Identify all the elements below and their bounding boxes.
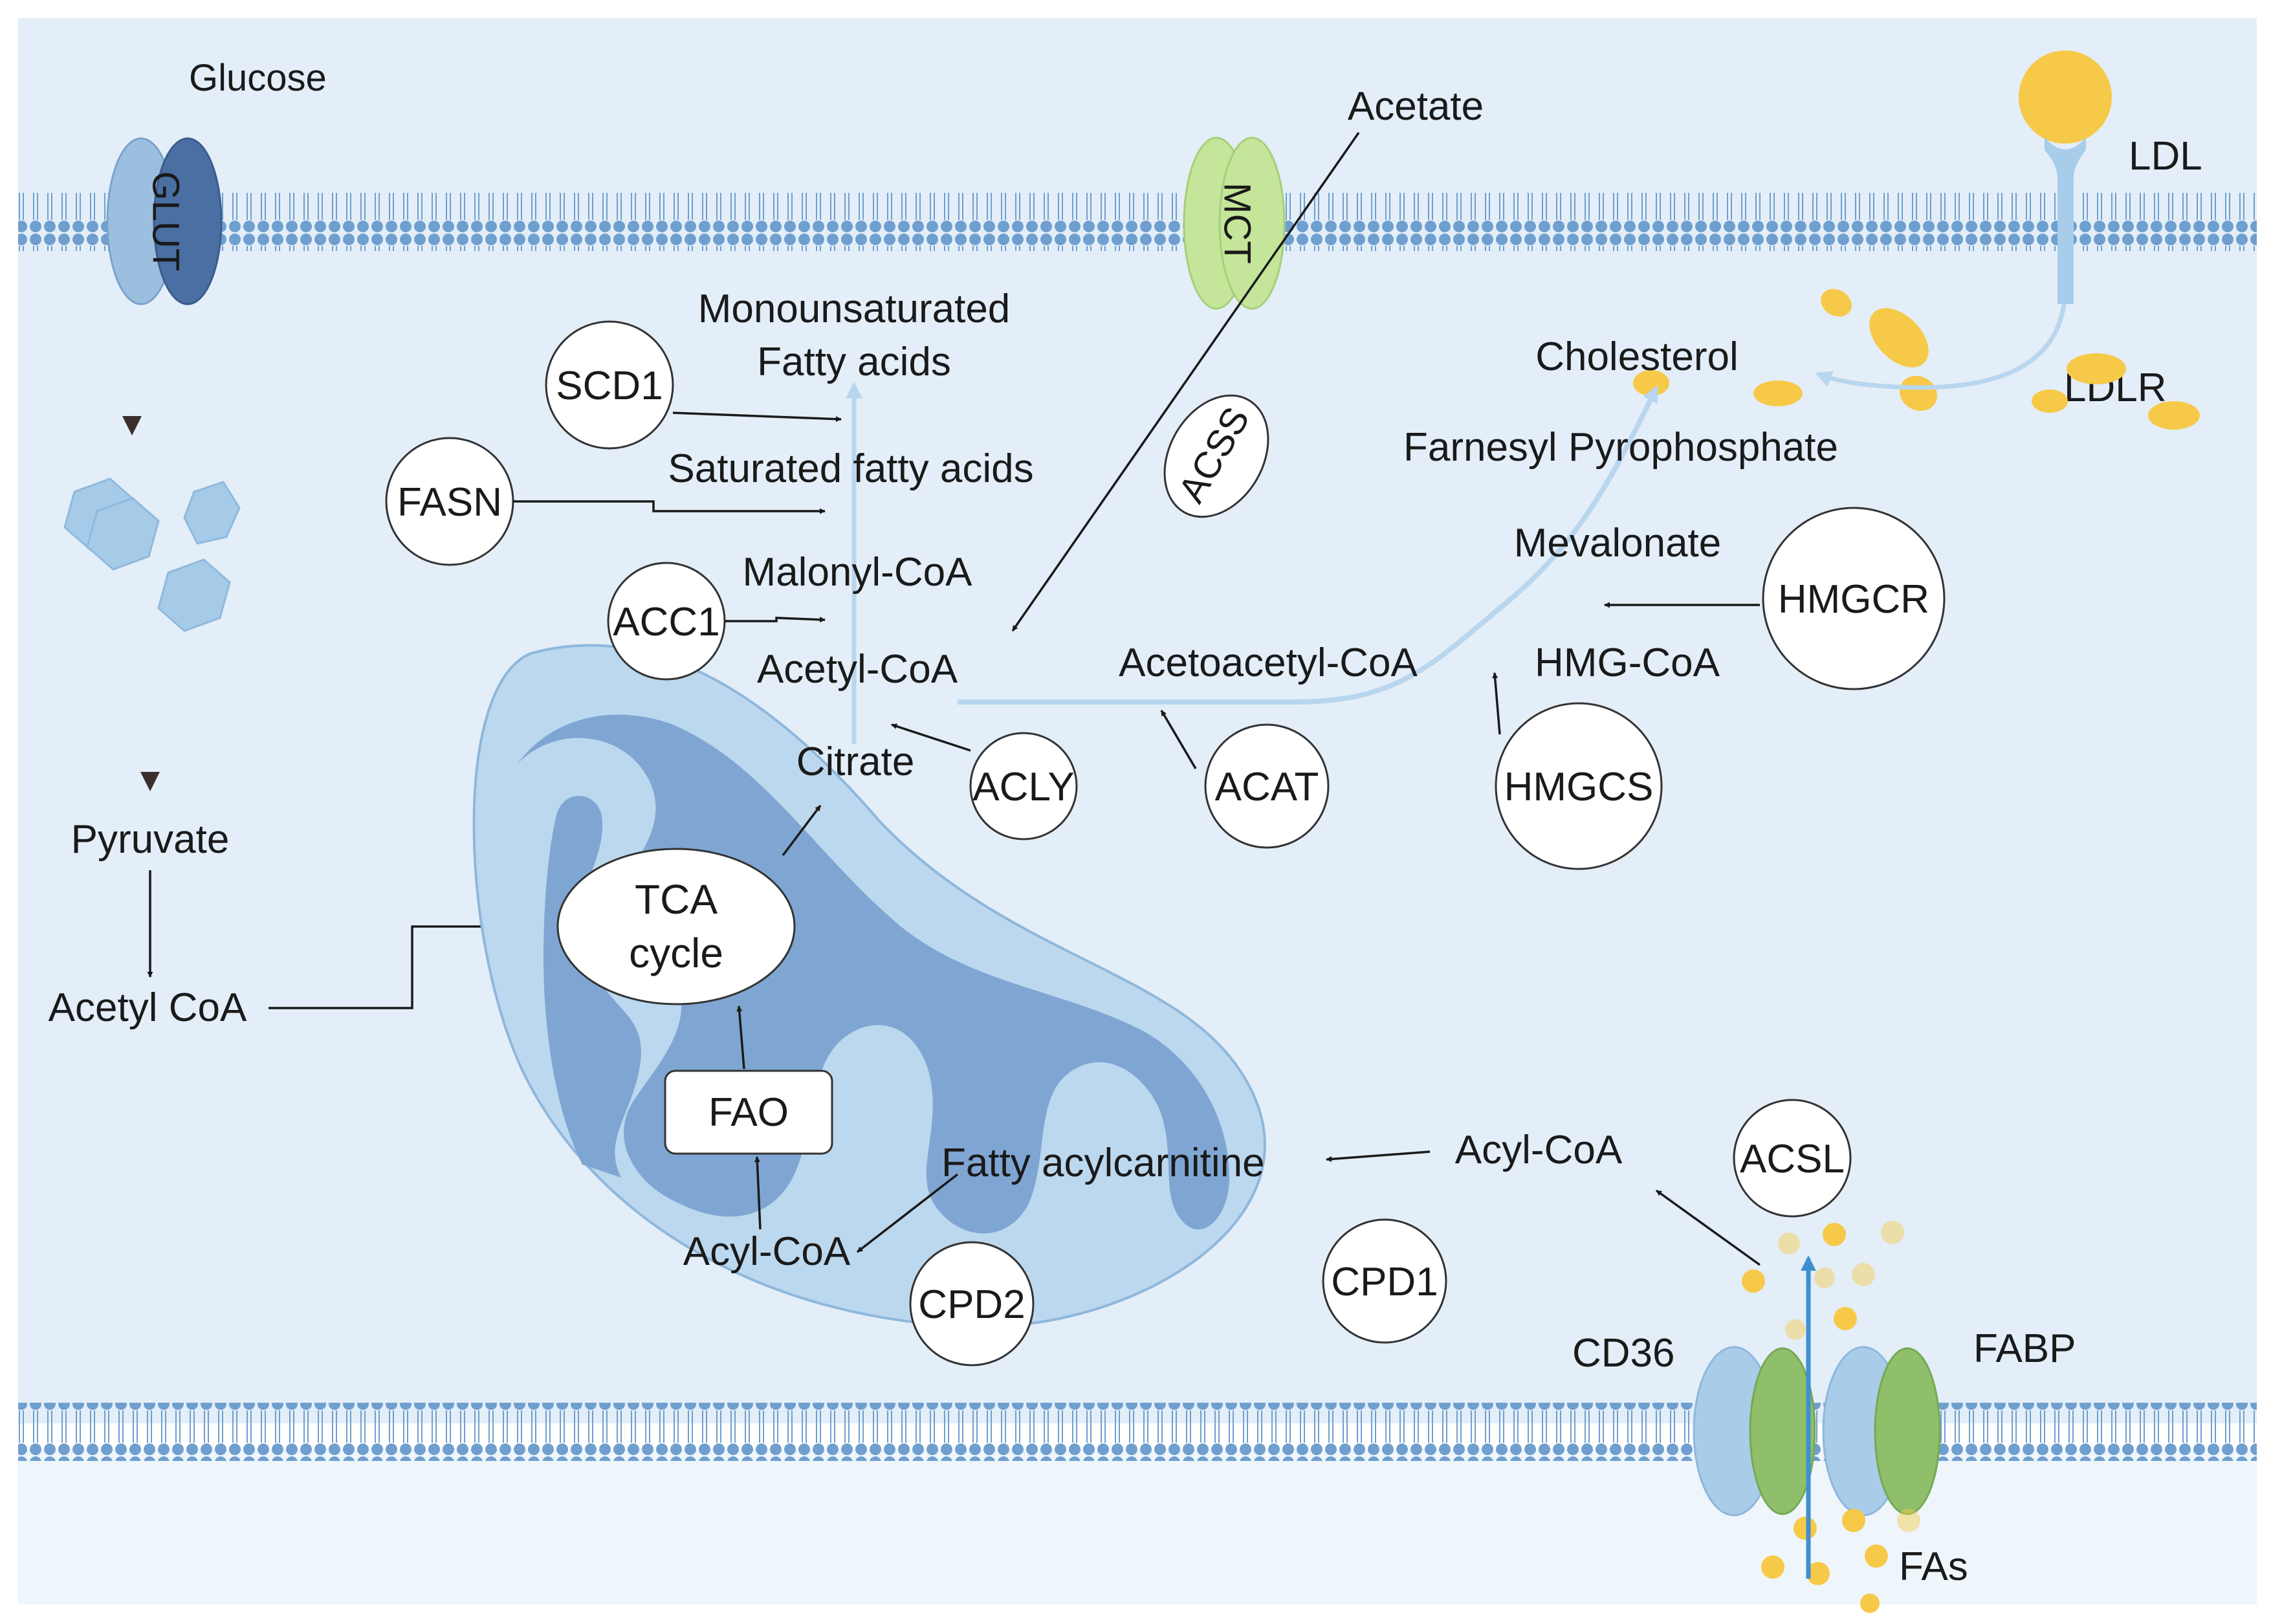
glucose-molecules-icon [63,477,241,632]
acc1-arrow [725,617,826,623]
mct-label: MCT [1216,182,1258,264]
hmgcs-enzyme: HMGCS [1495,702,1663,870]
extracellular-top [18,18,2257,212]
acat-enzyme: ACAT [1204,723,1330,849]
acsl-label: ACSL [1740,1137,1845,1181]
fas-label: FAs [1899,1544,1968,1589]
plasma-membrane-top [18,193,2257,251]
acetyl-coa-cytosol-label: Acetyl CoA [49,985,247,1030]
acly-label: ACLY [972,765,1074,809]
fabp-transporter [1822,1346,1941,1517]
acly-enzyme: ACLY [969,732,1078,840]
fao-node [664,1070,833,1155]
glut-transporter: GLUT [106,137,223,305]
ldl-particles [1633,289,2200,430]
pyruvate-label: Pyruvate [71,817,230,862]
malonyl-coa-label: Malonyl-CoA [743,550,973,595]
acc1-enzyme: ACC1 [607,562,726,681]
citrate-label: Citrate [796,740,915,784]
tca-label-line1: TCA [635,876,718,923]
mevalonate-label: Mevalonate [1514,521,1722,565]
hmgcr-label: HMGCR [1778,577,1929,622]
scd1-label: SCD1 [556,364,663,408]
scd1-enzyme: SCD1 [545,320,674,450]
mevalonate-pathway-arrow [958,385,1659,705]
scd1-arrow [672,411,842,422]
tca-cycle-node [556,848,796,1005]
hmgcr-enzyme: HMGCR [1762,507,1946,690]
fasn-arrow [513,500,826,514]
hmgcs-label: HMGCS [1504,765,1654,809]
mct-transporter: MCT [1183,137,1286,310]
acat-arrow [1160,710,1197,769]
acetyl-coa-label: Acetyl-CoA [757,647,958,692]
acetate-label: Acetate [1348,84,1484,129]
cpd1-enzyme: CPD1 [1322,1218,1447,1344]
acsl-enzyme: ACSL [1733,1099,1852,1218]
ldl-label: LDL [2129,134,2202,179]
acetoacetyl-coa-label: Acetoacetyl-CoA [1119,641,1418,685]
hmg-coa-label: HMG-CoA [1535,641,1720,685]
fabp-label: FABP [1973,1326,2076,1371]
acylcoa-to-fao-arrow [754,1156,762,1230]
farnesyl-pyrophosphate-label: Farnesyl Pyrophosphate [1403,425,1838,470]
cd36-transporter [1693,1346,1816,1517]
acetate-to-acetylcoa-arrow [1011,132,1360,631]
acat-label: ACAT [1215,765,1319,809]
glut-label: GLUT [145,171,187,272]
cpd1-label: CPD1 [1331,1260,1438,1304]
mufa-label-line2: Fatty acids [757,340,951,384]
acylcoa-to-acylcarnitine-arrow [1326,1150,1431,1162]
cpd2-enzyme: CPD2 [909,1241,1035,1366]
tca-label-line2: cycle [629,930,723,976]
hmgcs-arrow [1492,672,1501,735]
acyl-coa-cytosol-label: Acyl-CoA [1455,1128,1623,1172]
fatty-acylcarnitine-label: Fatty acylcarnitine [941,1141,1265,1185]
cd36-label: CD36 [1572,1331,1675,1376]
cpd2-label: CPD2 [918,1282,1025,1327]
tca-to-citrate-arrow [782,804,822,857]
acly-arrow [891,723,971,752]
acsl-arrow [1655,1189,1761,1266]
ldl-to-cholesterol-arrow [1815,303,2067,390]
acc1-label: ACC1 [613,600,719,644]
fao-to-tca-arrow [736,1005,745,1070]
saturated-fatty-acids-label: Saturated fatty acids [668,446,1033,491]
fatty-acid-particles [1742,1221,1920,1613]
fao-label: FAO [708,1090,789,1135]
acyl-coa-mito-label: Acyl-CoA [683,1229,851,1274]
cholesterol-label: Cholesterol [1535,335,1739,379]
fasn-label: FASN [397,480,502,525]
mufa-label-line1: Monounsaturated [698,287,1011,331]
glucose-label: Glucose [189,57,327,99]
acylcarnitine-to-acylcoa-arrow [856,1173,959,1253]
fasn-enzyme: FASN [385,437,514,566]
ldl-receptor [2019,50,2112,304]
